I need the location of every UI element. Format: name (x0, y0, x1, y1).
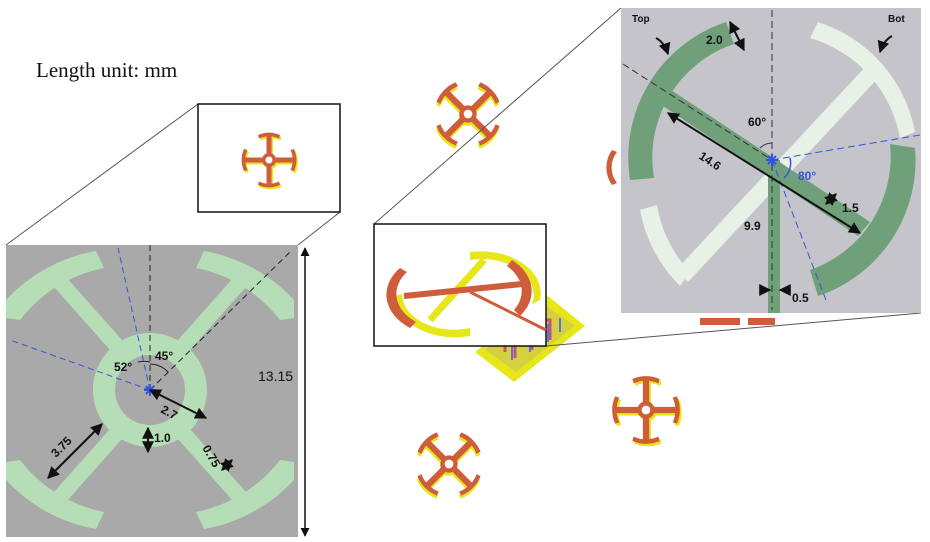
dim-9-9: 9.9 (744, 219, 761, 233)
angle-60: 60° (748, 115, 766, 129)
zoom-lines (5, 7, 922, 347)
dim-0-5: 0.5 (792, 291, 809, 305)
dim-1-0: 1.0 (154, 431, 171, 445)
angle-80: 80° (798, 169, 816, 183)
left-detail-panel (6, 245, 298, 537)
angle-52: 52° (114, 360, 132, 374)
label-bot: Bot (888, 14, 905, 25)
length-unit-label: Length unit: mm (36, 58, 178, 82)
dim-13-15: 13.15 (258, 368, 293, 384)
array-element (399, 416, 499, 515)
label-top: Top (632, 14, 650, 25)
angle-45: 45° (155, 349, 173, 363)
dim-2-0: 2.0 (706, 33, 723, 47)
inset-ring-element (386, 251, 547, 338)
array-element (606, 150, 775, 325)
array-element (418, 66, 518, 165)
right-dimension-labels: Top Bot 2.0 60° 80° 14.6 1.5 9.9 0.5 (632, 14, 905, 305)
array-element (612, 376, 682, 447)
right-detail-panel (621, 8, 921, 313)
dim-1-5: 1.5 (842, 201, 859, 215)
